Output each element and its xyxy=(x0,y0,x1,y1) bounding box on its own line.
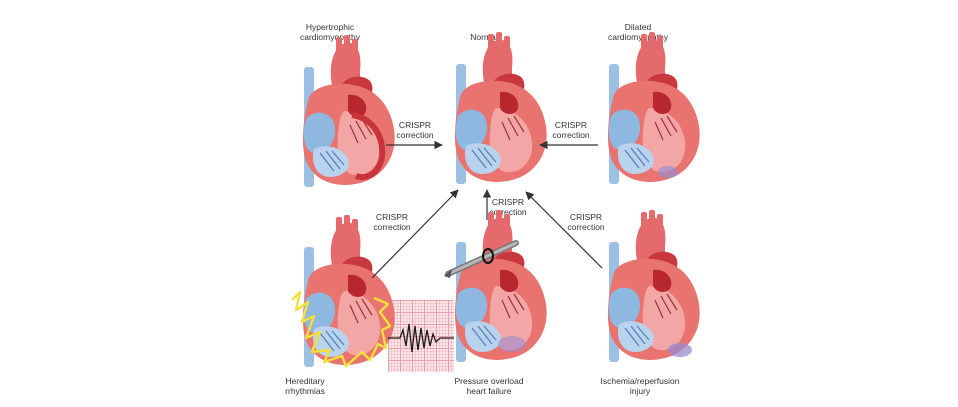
ecg-trace xyxy=(388,323,454,353)
ischemia-tissue-patch xyxy=(668,343,692,357)
arrow-label-hypertrophic: CRISPR correction xyxy=(396,120,434,140)
label-hereditary: Hereditary rrhythmias xyxy=(285,376,325,396)
arrow-hereditary-to-normal xyxy=(371,189,459,279)
thick-wall-overlay xyxy=(351,112,386,180)
arrow-label-pressure: CRISPR correction xyxy=(489,197,527,217)
heart-ischemia xyxy=(607,209,701,363)
arrow-ischemia-to-normal xyxy=(525,191,603,269)
heart-dilated xyxy=(607,31,701,185)
dilated-tissue-patch xyxy=(658,166,678,178)
aortic-constriction-clamp xyxy=(444,240,519,278)
arrow-label-ischemia: CRISPR correction xyxy=(567,212,605,232)
label-normal: Normal xyxy=(470,32,498,42)
ecg-strip xyxy=(388,300,454,372)
label-hypertrophic: Hypertrophic cardiomyopathy xyxy=(299,22,361,42)
label-dilated: Dilated cardiomyopathy xyxy=(607,22,669,42)
arrow-label-dilated: CRISPR correction xyxy=(552,120,590,140)
label-ischemia: Ischemia/reperfusion injury xyxy=(600,376,680,396)
heart-normal xyxy=(454,31,548,185)
pressure-tissue-patch xyxy=(498,336,526,352)
arrow-label-hereditary: CRISPR correction xyxy=(373,212,411,232)
label-pressure: Pressure overload heart failure xyxy=(454,376,524,396)
electric-zigzag xyxy=(291,290,392,368)
